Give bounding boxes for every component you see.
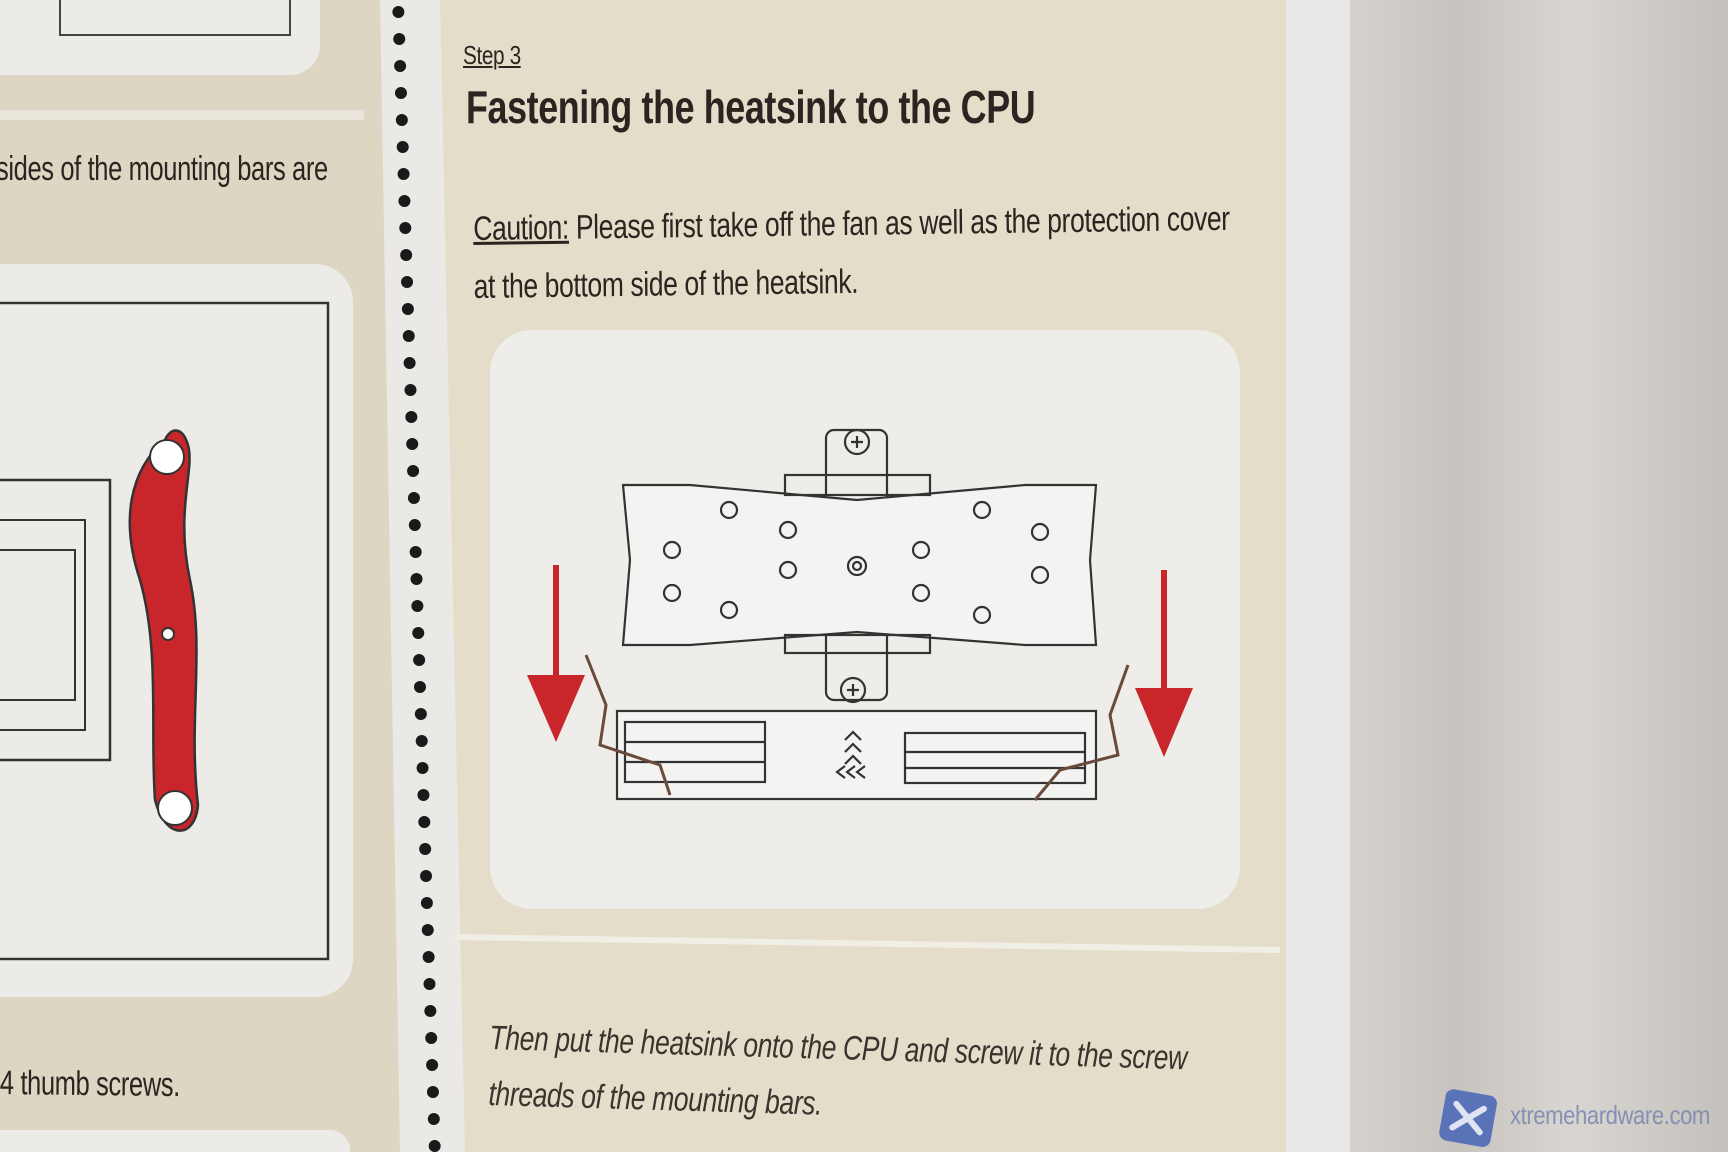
heatsink-hole — [911, 540, 931, 560]
perforation-dot — [399, 222, 412, 234]
heatsink-hole — [972, 605, 992, 625]
perforation-dot — [393, 33, 406, 45]
perforation-dot — [422, 951, 435, 963]
perforation-dot — [419, 843, 432, 855]
watermark-text: xtremehardware.com — [1510, 1100, 1710, 1130]
step-label: Step 3 — [463, 40, 521, 70]
perforation-dot — [423, 978, 436, 990]
perforation-dot — [410, 573, 423, 585]
perforation-dot — [412, 627, 425, 639]
perforation-dot — [425, 1032, 438, 1044]
heatsink-hole — [778, 520, 798, 540]
heatsink-hole — [662, 583, 682, 603]
perforation-dot — [411, 600, 424, 612]
heatsink-hole — [719, 600, 739, 620]
down-arrows — [527, 565, 1193, 757]
perforation-dot — [408, 519, 421, 531]
page-title: Fastening the heatsink to the CPU — [466, 81, 1036, 133]
perforation-dot — [420, 897, 433, 909]
caution-label: Caution: — [473, 208, 570, 248]
perforation-dot — [407, 492, 420, 504]
left-top-box — [0, 0, 320, 75]
perforation-dots: /* dots drawn below */ — [392, 6, 441, 1152]
perforation-dot — [417, 789, 430, 801]
perforation-dot — [397, 168, 410, 180]
perforation-dot — [407, 465, 420, 477]
perforation-dot — [396, 141, 409, 153]
perforation-dot — [413, 654, 426, 666]
perforation-dot — [403, 357, 416, 369]
heatsink-hole — [972, 500, 992, 520]
perforation-dot — [401, 303, 414, 315]
left-text-bottom: 4 thumb screws. — [0, 1064, 181, 1105]
perforation-dot — [398, 195, 411, 207]
perforation-dot — [395, 114, 408, 126]
fold-line — [454, 934, 1281, 953]
perforation-dot — [420, 870, 433, 882]
perforation-dot — [405, 411, 418, 423]
perforation-dot — [394, 60, 407, 72]
perforation-dot — [421, 924, 434, 936]
perforation-dot — [414, 708, 427, 720]
perforation-dot — [428, 1140, 441, 1152]
paper-margin — [1284, 0, 1350, 1152]
caution-line-2: at the bottom side of the heatsink. — [473, 262, 859, 306]
perforation-dot — [413, 681, 426, 693]
heatsink-hole — [1030, 522, 1050, 542]
perforation-strip — [380, 0, 465, 1152]
perforation-dot — [394, 87, 407, 99]
perforation-dot — [416, 762, 429, 774]
perforation-dot — [401, 276, 414, 288]
caution-line-1: Please first take off the fan as well as… — [575, 199, 1230, 247]
perforation-dot — [409, 546, 422, 558]
plastic-background — [1340, 0, 1728, 1152]
instruction-text: Then put the heatsink onto the CPU and s… — [488, 1010, 1187, 1142]
perforation-dot — [402, 330, 415, 342]
perforation-dot — [400, 249, 413, 261]
caution-text: Caution: Please first take off the fan a… — [473, 190, 1230, 316]
perforation-dot — [427, 1113, 440, 1125]
perforation-dot — [426, 1059, 439, 1071]
x-logo-icon — [1439, 1089, 1497, 1147]
perforation-dot — [424, 1005, 437, 1017]
perforation-dot — [406, 438, 419, 450]
left-text-top: sides of the mounting bars are — [0, 150, 328, 188]
perforation-dot — [418, 816, 431, 828]
perforation-dot — [415, 735, 428, 747]
heatsink-hole — [1030, 565, 1050, 585]
heatsink-hole — [778, 560, 798, 580]
perforation-dot — [404, 384, 417, 396]
heatsink-hole — [911, 583, 931, 603]
heatsink-hole — [662, 540, 682, 560]
perforation-dot — [392, 6, 405, 18]
perforation-dot — [426, 1086, 439, 1098]
heatsink-drawing — [615, 428, 1098, 801]
heatsink-hole — [719, 500, 739, 520]
